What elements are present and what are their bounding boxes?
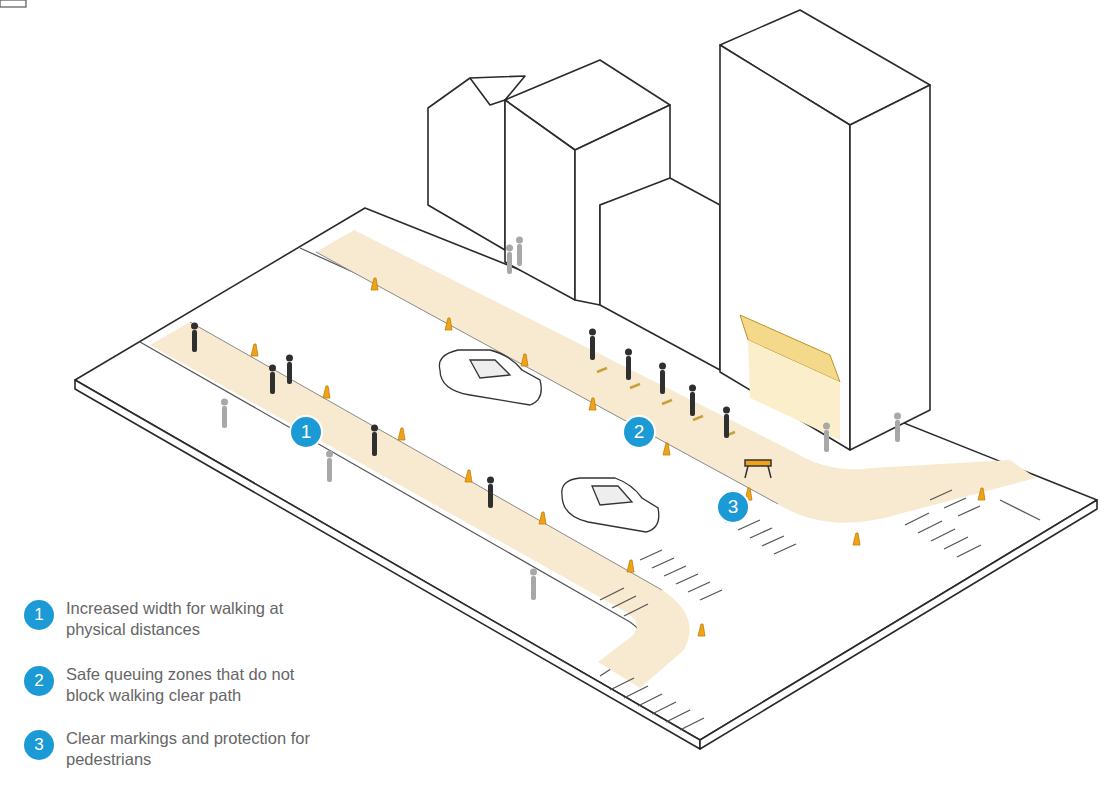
legend-text: Clear markings and protection for pedest… bbox=[66, 728, 336, 770]
legend-row: 2 Safe queuing zones that do not block wa… bbox=[24, 664, 354, 724]
legend-row: 3 Clear markings and protection for pedes… bbox=[24, 728, 354, 788]
legend-row: 1 Increased width for walking at physical… bbox=[24, 598, 354, 658]
callout-number: 1 bbox=[289, 415, 323, 449]
callout-number: 3 bbox=[34, 735, 43, 755]
callout-number: 2 bbox=[34, 671, 43, 691]
callout-number: 3 bbox=[716, 490, 750, 524]
legend-text: Safe queuing zones that do not block wal… bbox=[66, 664, 336, 706]
legend-swatch: 1 bbox=[24, 600, 54, 630]
callout-number: 2 bbox=[622, 415, 656, 449]
legend-text: Increased width for walking at physical … bbox=[66, 598, 336, 640]
legend-swatch: 3 bbox=[24, 730, 54, 760]
callout-number: 1 bbox=[34, 605, 43, 625]
legend-swatch: 2 bbox=[24, 666, 54, 696]
